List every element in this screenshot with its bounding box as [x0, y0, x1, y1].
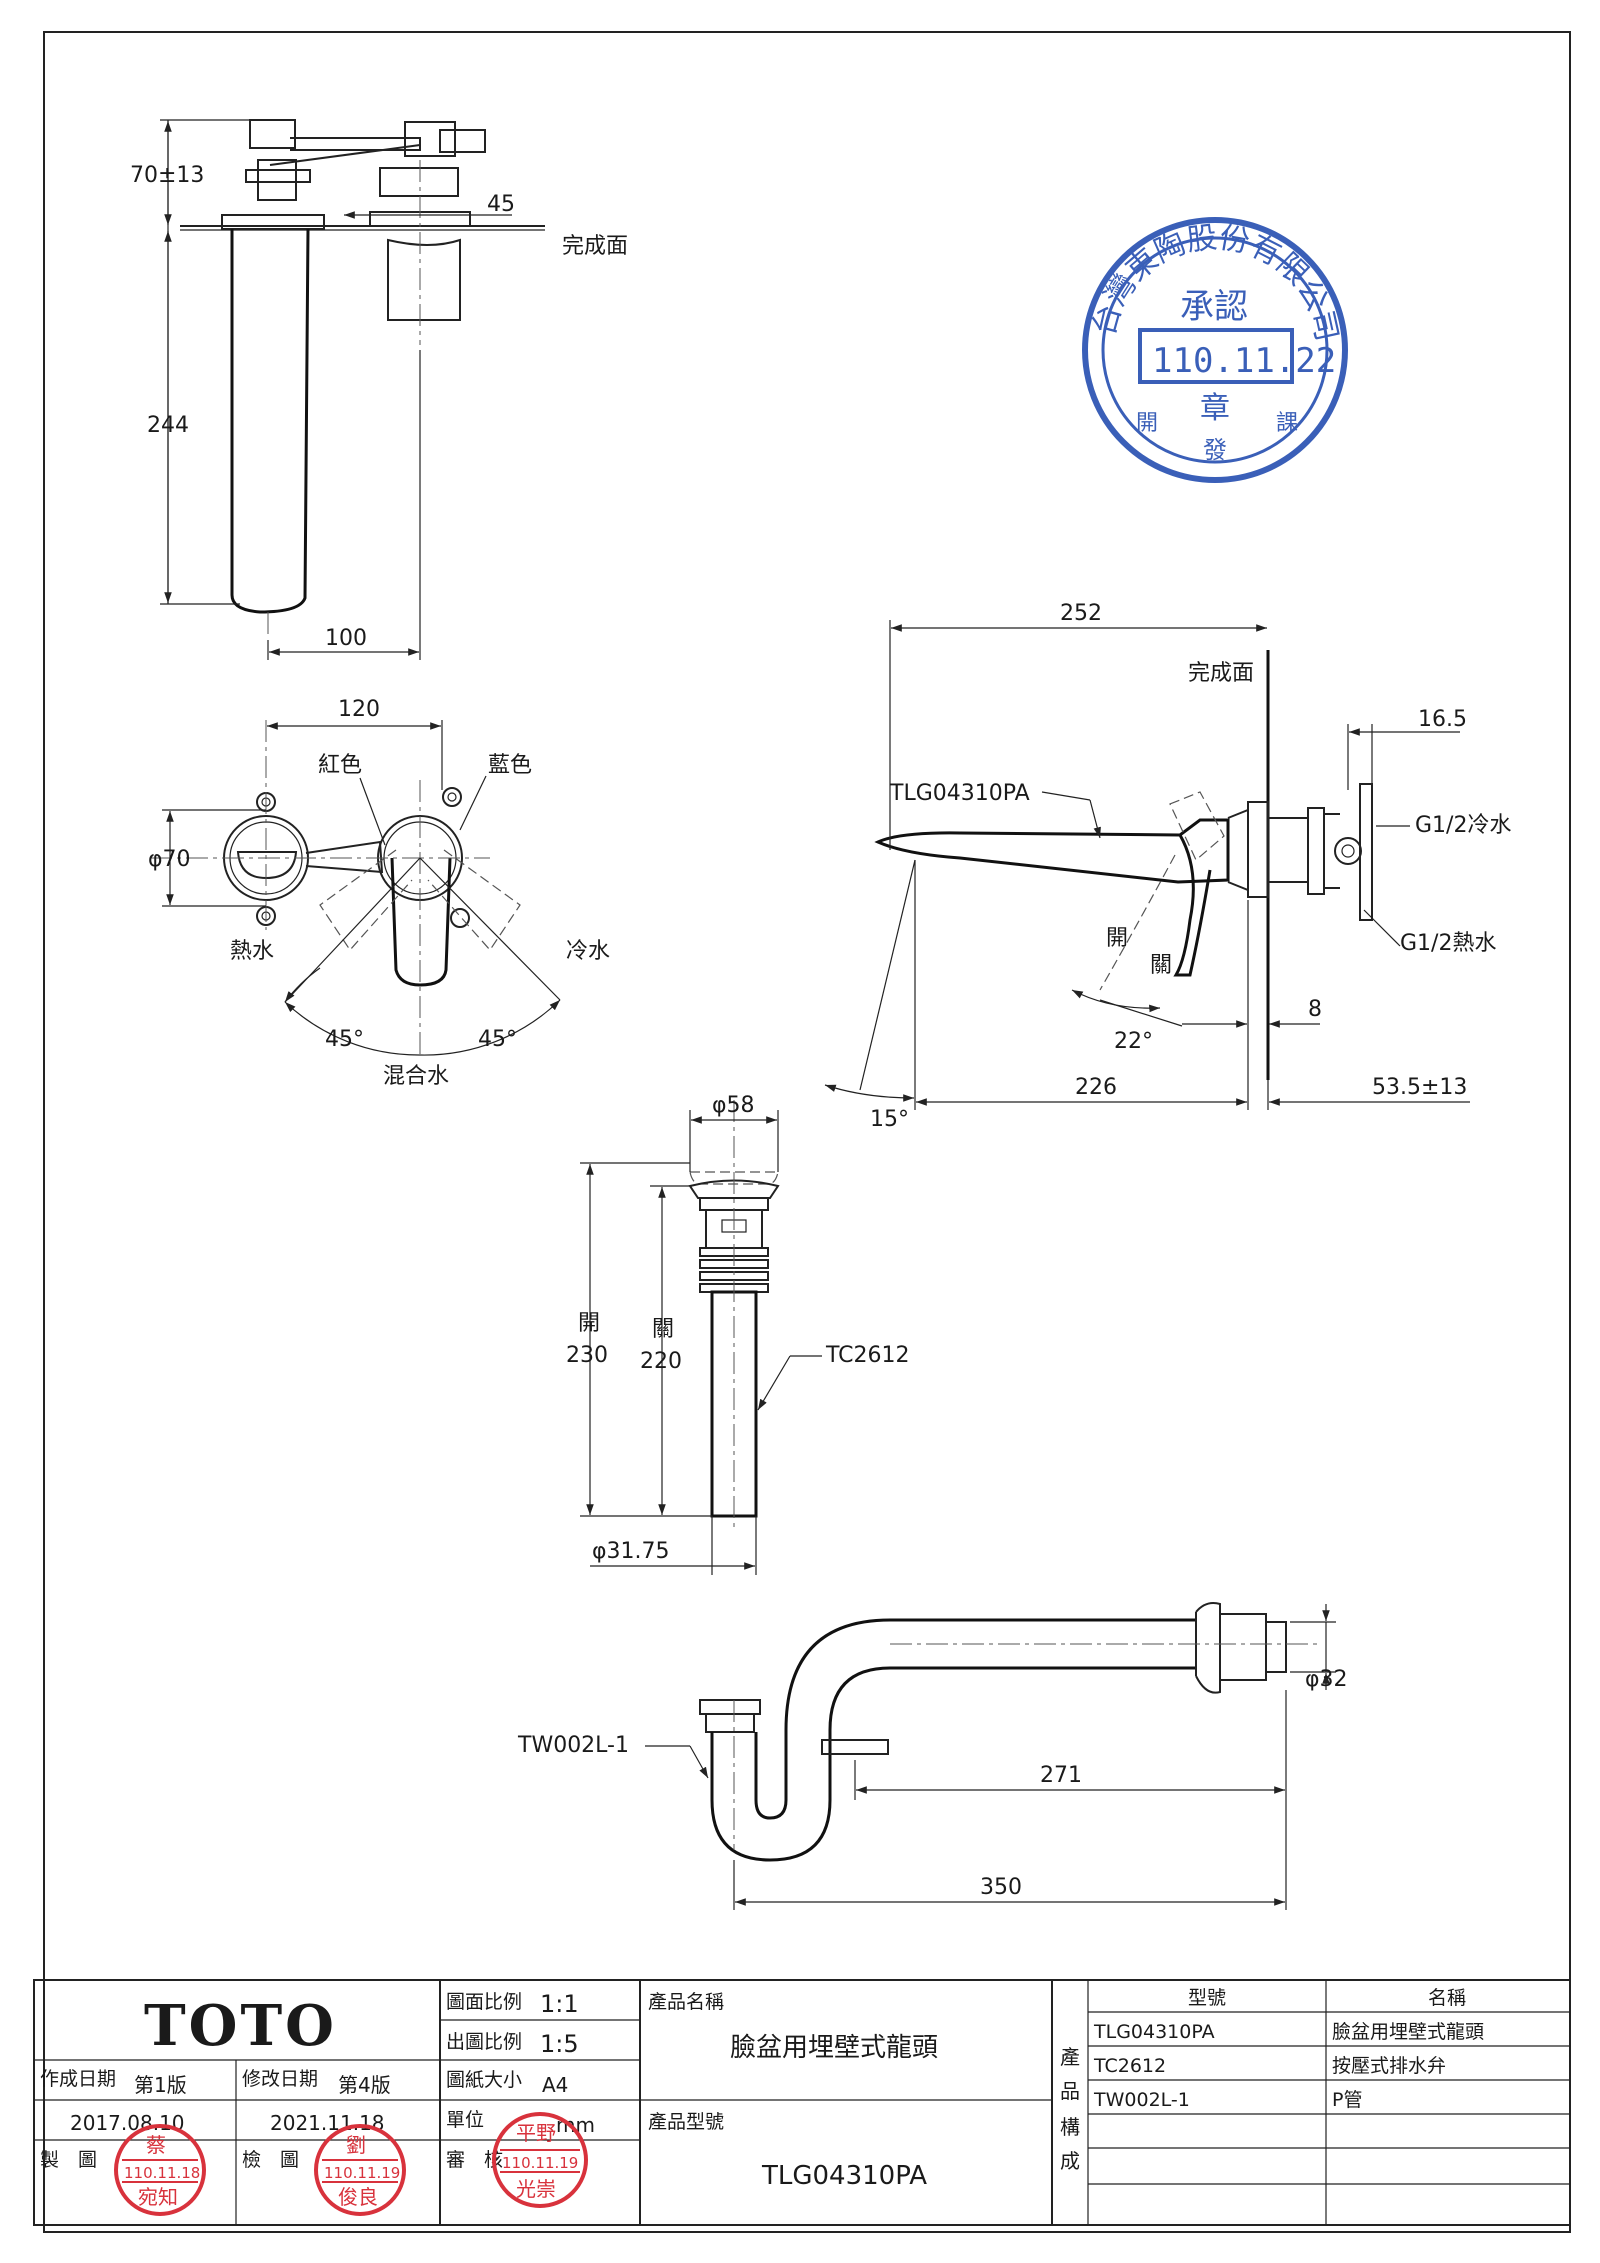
label-cold-water: 冷水: [566, 939, 610, 964]
dim-53-5: 53.5±13: [1372, 1075, 1467, 1100]
edition-4: 第4版: [338, 2073, 391, 2097]
dim-phi58: φ58: [712, 1093, 755, 1118]
label-drain-open: 開: [578, 1311, 600, 1336]
stamp-seal: 章: [1200, 391, 1230, 426]
out-scale-value: 1:5: [540, 2030, 579, 2058]
scale-label: 圖面比例: [446, 1991, 522, 2013]
dim-244: 244: [147, 413, 189, 438]
stamp-side-right: 課: [1276, 411, 1298, 436]
dim-100: 100: [325, 626, 367, 651]
dim-45: 45: [487, 192, 515, 217]
seal-checked-top: 劉: [346, 2133, 366, 2157]
label-model-drain: TC2612: [825, 1343, 910, 1368]
label-g-hot: G1/2熱水: [1400, 931, 1496, 956]
revised-label: 修改日期: [242, 2068, 318, 2090]
dim-252: 252: [1060, 601, 1102, 626]
review-label: 審 核: [446, 2149, 503, 2171]
comp-name-1: 臉盆用埋壁式龍頭: [1332, 2021, 1484, 2043]
paper-value: A4: [542, 2073, 568, 2097]
dim-350: 350: [980, 1875, 1022, 1900]
label-finish-face-1: 完成面: [562, 234, 628, 259]
seal-drawn: 蔡 110.11.18 宛知: [114, 2124, 206, 2216]
comp-model-2: TC2612: [1093, 2055, 1166, 2077]
dim-120: 120: [338, 697, 380, 722]
stamp-date: 110.11.22: [1152, 341, 1336, 381]
paper-label: 圖紙大小: [446, 2069, 522, 2091]
dim-angle-15: 15°: [870, 1107, 909, 1132]
dim-230: 230: [566, 1343, 608, 1368]
label-g-cold: G1/2冷水: [1415, 813, 1511, 838]
approval-stamp: 台灣東陶股份有限公司 承認 110.11.22 章 開 課 發: [1082, 217, 1348, 483]
composition-char-1: 產: [1060, 2045, 1080, 2069]
view-popup-drain: φ58 開 230 關 220 TC2612 φ31.75: [566, 1093, 910, 1575]
dim-angle-45-right: 45°: [478, 1027, 517, 1052]
sheet-border: [43, 31, 1571, 2233]
composition-char-4: 成: [1060, 2149, 1080, 2173]
label-close: 關: [1150, 953, 1172, 978]
comp-model-1: TLG04310PA: [1093, 2021, 1215, 2043]
label-drain-close: 關: [652, 1317, 674, 1342]
view-wall-section: 70±13 244 45 完成面 100: [130, 119, 628, 660]
dim-271: 271: [1040, 1763, 1082, 1788]
seal-review-name: 光崇: [516, 2177, 556, 2201]
product-model: TLG04310PA: [761, 2161, 927, 2191]
comp-model-3: TW002L-1: [1093, 2089, 1190, 2111]
checked-label: 檢 圖: [242, 2149, 299, 2171]
composition-char-2: 品: [1060, 2079, 1080, 2103]
label-finish-face-2: 完成面: [1188, 661, 1254, 686]
created-label: 作成日期: [40, 2068, 116, 2090]
label-open: 開: [1106, 926, 1128, 951]
seal-review-top: 平野: [516, 2121, 556, 2145]
stamp-side-left: 開: [1136, 411, 1158, 436]
product-model-label: 產品型號: [648, 2111, 724, 2133]
revised-date: 2021.11.18: [270, 2111, 385, 2135]
dim-angle-45-left: 45°: [325, 1027, 364, 1052]
product-name: 臉盆用埋壁式龍頭: [730, 2033, 938, 2063]
comp-name-3: P管: [1332, 2089, 1362, 2111]
stamp-approve: 承認: [1180, 287, 1248, 327]
label-model-trap: TW002L-1: [517, 1733, 629, 1758]
seal-drawn-date: 110.11.18: [124, 2164, 200, 2182]
seal-drawn-top: 蔡: [146, 2133, 166, 2157]
seal-drawn-name: 宛知: [138, 2185, 178, 2209]
scale-value: 1:1: [540, 1990, 579, 2018]
seal-review-date: 110.11.19: [502, 2154, 578, 2172]
title-block: TOTO 作成日期 第1版 2017.08.10 修改日期 第4版 2021.1…: [33, 1979, 1571, 2226]
label-hot-water: 熱水: [230, 939, 274, 964]
dim-phi70: φ70: [148, 847, 191, 872]
drawn-label: 製 圖: [40, 2149, 97, 2171]
view-p-trap: φ32 TW002L-1 271 350: [517, 1602, 1348, 1910]
label-model-faucet: TLG04310PA: [889, 781, 1030, 806]
seal-review: 平野 110.11.19 光崇: [492, 2112, 588, 2208]
dim-226: 226: [1075, 1075, 1117, 1100]
dim-16-5: 16.5: [1418, 707, 1467, 732]
unit-label: 單位: [446, 2109, 484, 2131]
dim-220: 220: [640, 1349, 682, 1374]
edition-1: 第1版: [134, 2073, 187, 2097]
label-mixed-water: 混合水: [383, 1064, 449, 1089]
label-blue: 藍色: [488, 753, 532, 778]
product-name-label: 產品名稱: [648, 1991, 724, 2013]
dim-angle-22: 22°: [1114, 1029, 1153, 1054]
dim-70-13: 70±13: [130, 163, 204, 188]
out-scale-label: 出圖比例: [446, 2031, 522, 2053]
comp-header-name: 名稱: [1428, 1987, 1466, 2009]
dim-phi32: φ32: [1305, 1667, 1348, 1692]
view-side-spout: 完成面 252 16.5 TLG04310PA G1/2冷水 G1/2熱水 開 …: [824, 601, 1511, 1132]
composition-char-3: 構: [1060, 2115, 1080, 2139]
stamp-bottom: 發: [1203, 436, 1227, 464]
dim-8: 8: [1308, 997, 1322, 1022]
label-red: 紅色: [318, 753, 362, 778]
seal-checked-name: 俊良: [338, 2185, 378, 2209]
seal-checked: 劉 110.11.19 俊良: [314, 2124, 406, 2216]
view-front-handles: 120 紅色 藍色 φ70 熱水 冷水 45° 45° 混合水: [148, 697, 610, 1089]
comp-header-model: 型號: [1188, 1987, 1226, 2009]
created-date: 2017.08.10: [70, 2111, 185, 2135]
logo-toto: TOTO: [144, 1993, 337, 2059]
comp-name-2: 按壓式排水弁: [1332, 2055, 1446, 2077]
seal-checked-date: 110.11.19: [324, 2164, 400, 2182]
dim-phi31-75: φ31.75: [592, 1539, 670, 1564]
